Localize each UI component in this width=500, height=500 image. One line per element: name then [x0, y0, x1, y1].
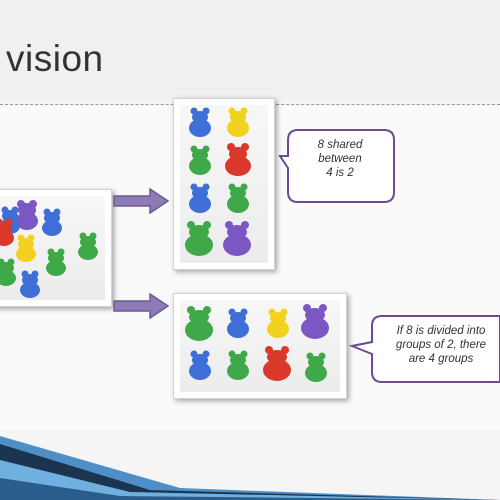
footer-swoosh-decoration	[0, 430, 500, 500]
bear-blue	[189, 183, 211, 213]
bubble-bottom-line-2: groups of 2, there	[395, 339, 487, 351]
bear-green	[227, 350, 249, 380]
bear-yellow	[267, 308, 289, 338]
bear-green	[46, 248, 66, 276]
bear-blue	[189, 107, 211, 137]
bear-purple	[223, 221, 251, 256]
bear-green	[189, 145, 211, 175]
speech-bubble-top-text: 8 shared between 4 is 2	[290, 138, 390, 180]
groups-of-two-illustration	[185, 304, 329, 382]
bear-blue	[20, 270, 40, 298]
bear-red	[263, 346, 291, 381]
bubble-top-line-1: 8 shared	[317, 139, 363, 151]
speech-bubble-bottom-text: If 8 is divided into groups of 2, there …	[378, 324, 500, 366]
bubble-top-line-3: 4 is 2	[326, 167, 354, 179]
title-bar: vision	[0, 0, 500, 100]
bear-green	[305, 352, 327, 382]
bubble-bottom-line-1: If 8 is divided into	[396, 325, 486, 337]
bear-green	[227, 183, 249, 213]
bear-yellow	[16, 234, 36, 262]
bear-blue	[189, 350, 211, 380]
bubble-bottom-line-3: are 4 groups	[408, 353, 474, 365]
speech-bubble-bottom	[348, 315, 500, 383]
arrow-right-top	[113, 188, 170, 214]
bear-purple	[16, 200, 38, 230]
bear-green	[185, 306, 213, 341]
arrow-right-bottom	[113, 293, 170, 319]
bear-red	[225, 143, 251, 176]
all-bears-illustration	[0, 200, 98, 298]
photo-all-bears	[0, 189, 112, 307]
photo-shared-between-four	[173, 98, 275, 270]
four-groups-illustration	[185, 107, 251, 256]
speech-bubble-top	[278, 129, 395, 203]
bear-green	[78, 232, 98, 260]
bear-blue	[227, 308, 249, 338]
bear-yellow	[227, 107, 249, 137]
photo-groups-of-two-image	[180, 300, 340, 392]
bear-green	[185, 221, 213, 256]
photo-all-bears-image	[0, 196, 105, 300]
bubble-top-line-2: between	[318, 153, 362, 165]
bear-green	[0, 258, 16, 286]
bear-blue	[42, 208, 62, 236]
bear-purple	[301, 304, 329, 339]
bear-red	[0, 218, 14, 246]
photo-groups-of-two	[173, 293, 347, 399]
slide-title: vision	[6, 38, 104, 79]
photo-shared-between-four-image	[180, 105, 268, 263]
